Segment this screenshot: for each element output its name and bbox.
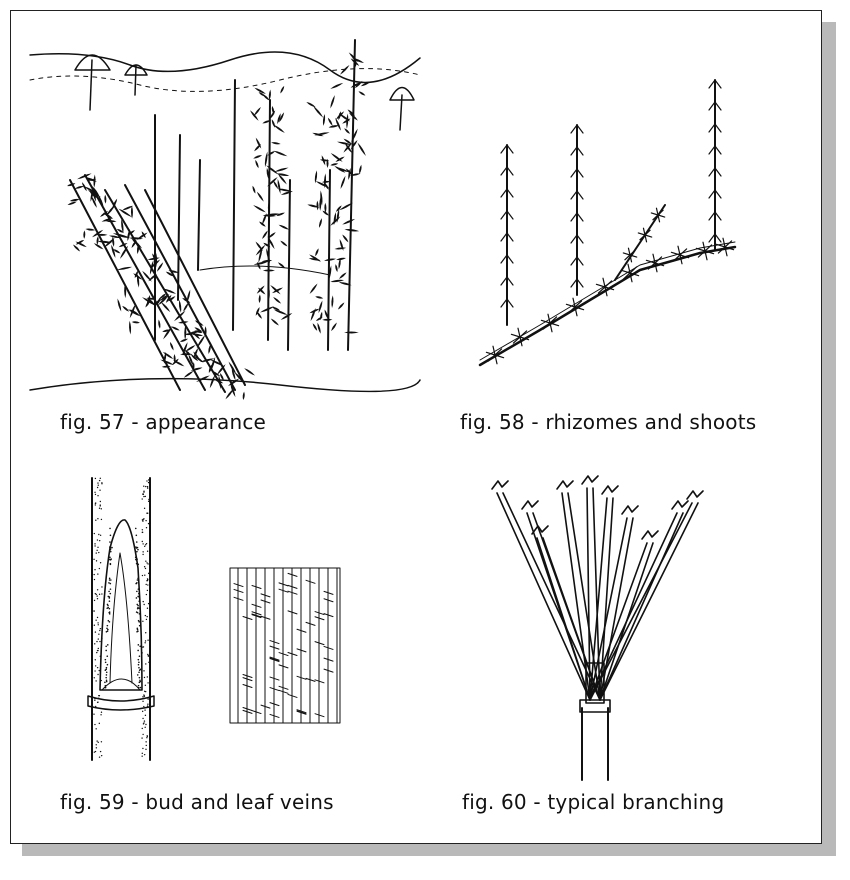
fig-58-illustration	[470, 75, 760, 375]
fig-60-caption: fig. 60 - typical branching	[462, 790, 725, 814]
fig-59-illustration	[80, 477, 410, 761]
figure-panel	[10, 10, 822, 844]
fig-60-illustration	[480, 475, 750, 781]
fig-58-caption: fig. 58 - rhizomes and shoots	[460, 410, 757, 434]
fig-57-caption: fig. 57 - appearance	[60, 410, 267, 434]
fig-59-caption: fig. 59 - bud and leaf veins	[60, 790, 334, 814]
fig-57-illustration	[29, 39, 421, 401]
